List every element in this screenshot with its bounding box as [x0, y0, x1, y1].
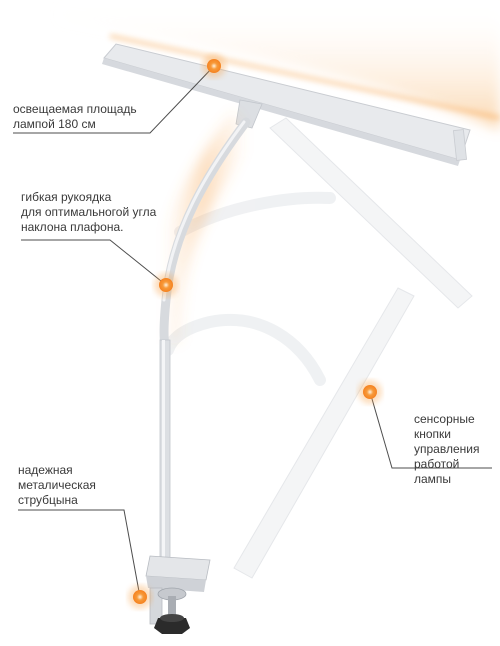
glowing-dot-icon: [128, 585, 152, 609]
callout-metal-clamp: надежная металическая струбцына: [18, 463, 96, 507]
callout-touch-buttons: сенсорные кнопки управления работой ламп…: [414, 412, 480, 486]
lamp-pole: [159, 339, 171, 561]
callout-illuminated-area: освещаемая площадь лампой 180 см: [13, 102, 137, 131]
leader-flexible-neck: [21, 239, 167, 286]
markers: [128, 54, 382, 609]
leader-metal-clamp: [18, 509, 141, 598]
leader-touch-buttons: [369, 391, 492, 469]
lamp-head: [102, 43, 471, 166]
glowing-dot-icon: [154, 273, 178, 297]
glowing-dot-icon: [202, 54, 226, 78]
metal-clamp: [145, 555, 211, 634]
ambient-glow: [60, 0, 500, 130]
glowing-dot-icon: [358, 380, 382, 404]
clamp-knob-icon: [154, 614, 190, 634]
callout-flexible-neck: гибкая рукоядка для оптимальногой угла н…: [21, 190, 157, 234]
leader-illuminated-area: [13, 65, 215, 134]
leader-lines: [13, 65, 492, 598]
ghost-lamp-front: [162, 287, 415, 579]
